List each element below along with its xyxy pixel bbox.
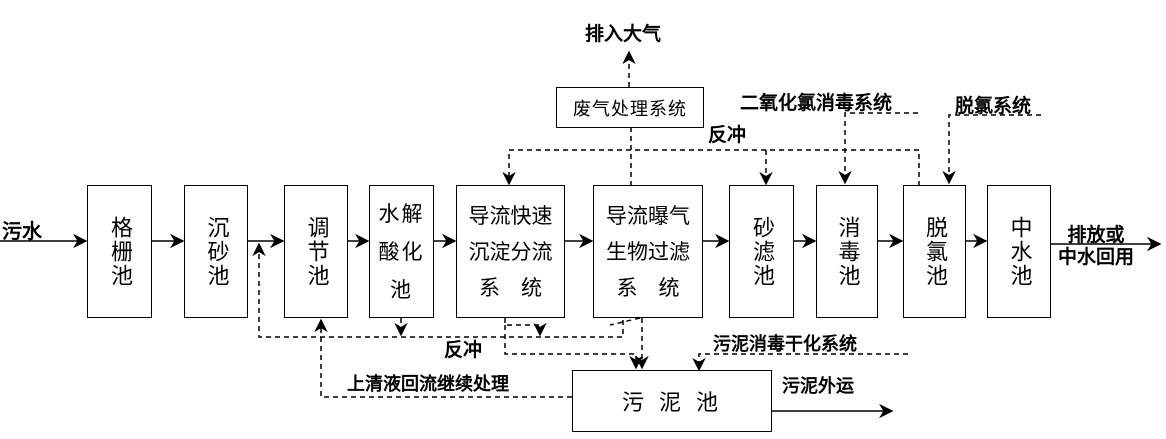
sedimentation-system-label: 导流快速 沉淀分流 系 统 [468, 203, 553, 300]
sand-filter-label: 砂滤池 [749, 215, 774, 288]
grating-tank-label: 格栅池 [107, 215, 132, 288]
sludge-tank-label: 污 泥 池 [622, 391, 722, 416]
waste-gas-system: 废气处理系统 [556, 87, 704, 128]
disinfection-tank-label: 消毒池 [834, 215, 860, 288]
top-backwash-line [502, 149, 920, 186]
sludge-treatment-line [692, 353, 908, 372]
hydrolysis-tank: 水解酸化池 [369, 185, 434, 318]
exhaust-label: 排入大气 [585, 23, 662, 45]
reclaimed-water-tank-label: 中水池 [1006, 215, 1032, 288]
disinfection-tank: 消毒池 [816, 185, 878, 318]
grating-tank: 格栅池 [87, 185, 152, 318]
main-flow-arrows [0, 233, 1162, 419]
waste-gas-system-label: 废气处理系统 [573, 98, 687, 120]
baf-system-label: 导流曝气 生物过滤 系 统 [606, 203, 690, 300]
sedimentation-sludge-line [504, 325, 643, 370]
outlet-label: 排放或 中水回用 [1058, 224, 1135, 268]
sand-filter: 砂滤池 [729, 185, 794, 318]
baf-system: 导流曝气 生物过滤 系 统 [593, 185, 703, 318]
bottom-backwash-line [252, 242, 624, 338]
supernatant-label: 上清液回流继续处理 [347, 374, 509, 395]
sedimentation-system: 导流快速 沉淀分流 系 统 [456, 185, 565, 318]
dechlorination-system-label: 脱氯系统 [955, 95, 1032, 117]
baf-return-stub [609, 317, 641, 326]
reclaimed-water-tank: 中水池 [987, 185, 1051, 318]
grit-chamber: 沉砂池 [184, 185, 248, 318]
chlorine-dioxide-line [838, 112, 918, 185]
sludge-tank: 污 泥 池 [572, 370, 772, 432]
inlet-label: 污水 [2, 219, 42, 243]
hydrolysis-tank-label: 水解酸化池 [378, 201, 425, 302]
dechlorination-tank: 脱氯池 [903, 185, 966, 318]
auxiliary-dashed-lines [252, 50, 1041, 398]
dechlorination-system-line [942, 114, 1041, 185]
equalization-tank: 调节池 [284, 185, 348, 318]
chlorine-dioxide-label: 二氧化氯消毒系统 [740, 92, 893, 114]
sludge-out-label: 污泥外运 [782, 376, 854, 397]
grit-chamber-label: 沉砂池 [203, 215, 229, 288]
supernatant-return-line [314, 318, 572, 398]
sedimentation-return-line [504, 318, 547, 337]
bottom-backwash-label: 反冲 [444, 339, 483, 361]
dechlorination-tank-label: 脱氯池 [922, 215, 947, 288]
equalization-tank-label: 调节池 [303, 215, 329, 288]
sludge-treatment-label: 污泥消毒干化系统 [713, 334, 857, 355]
top-backwash-label: 反冲 [708, 124, 747, 146]
